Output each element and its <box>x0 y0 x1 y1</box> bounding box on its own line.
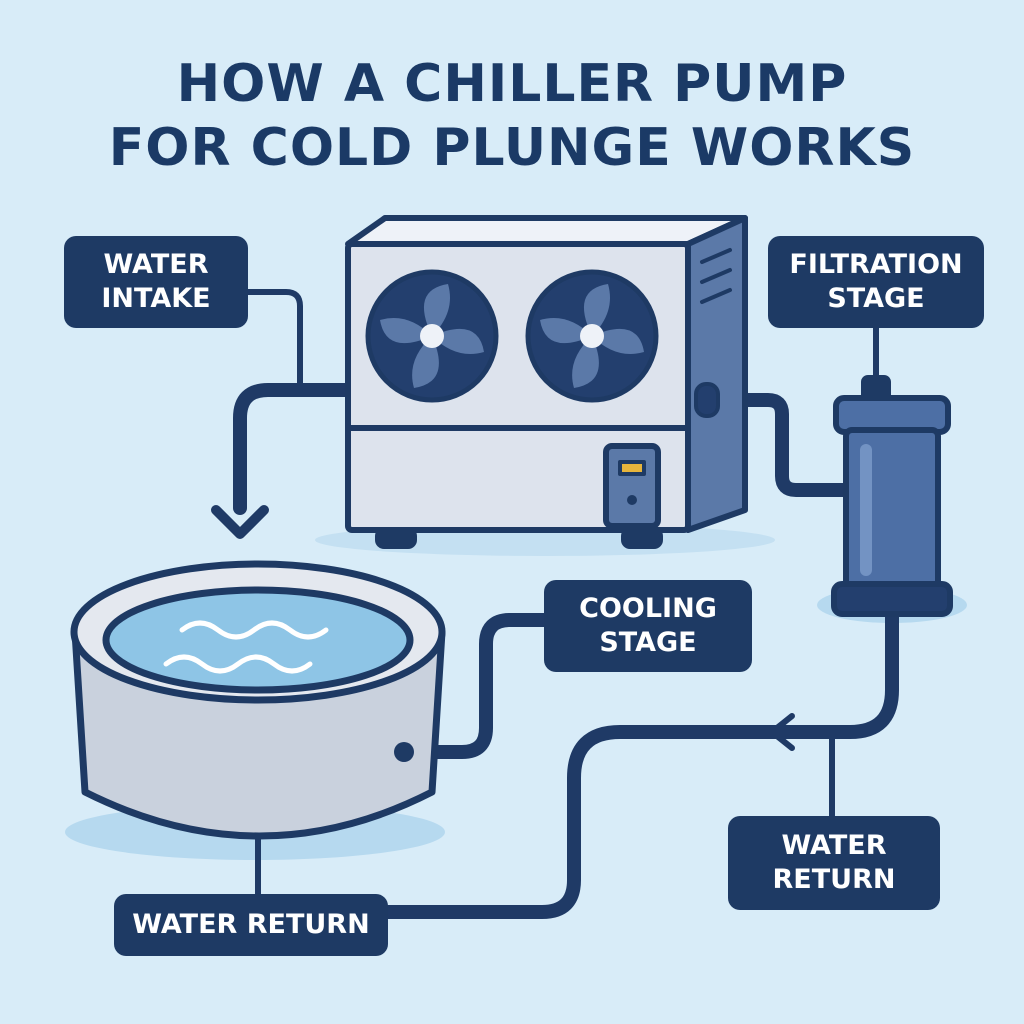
tub-inlet-port <box>394 742 414 762</box>
cooling-stage-label-line-1: COOLING <box>579 593 717 624</box>
filter-cap <box>833 395 951 435</box>
water-waves <box>163 620 329 674</box>
filter-highlight <box>860 444 872 576</box>
cold-plunge-tub <box>70 560 446 840</box>
control-panel <box>603 443 661 529</box>
cooling-stage-label: COOLING STAGE <box>544 580 752 672</box>
cooling-stage-label-line-2: STAGE <box>599 627 697 658</box>
water-intake-label-line-2: INTAKE <box>101 283 211 314</box>
water-return-right-label: WATER RETURN <box>728 816 940 910</box>
filter-base <box>831 581 953 617</box>
outlet-nozzle <box>694 382 720 418</box>
intake-pipe <box>233 383 353 515</box>
filtration-stage-label: FILTRATION STAGE <box>768 236 984 328</box>
filtration-stage-label-line-2: STAGE <box>827 283 925 314</box>
water-return-right-label-line-2: RETURN <box>772 864 896 895</box>
fan-icon <box>525 269 659 403</box>
fan-icon <box>365 269 499 403</box>
filter-to-return-pipe <box>381 605 899 919</box>
page-title: HOW A CHILLER PUMP FOR COLD PLUNGE WORKS <box>0 52 1024 180</box>
unit-foot-left <box>375 527 417 549</box>
cooling-connector-pipe <box>403 613 553 759</box>
water-return-right-label-line-1: WATER <box>781 830 887 861</box>
title-line-1: HOW A CHILLER PUMP <box>176 54 848 114</box>
filtration-stage-label-line-1: FILTRATION <box>789 249 963 280</box>
unit-top <box>345 215 748 247</box>
arrow-icon <box>769 713 795 751</box>
water-return-bottom-label-text: WATER RETURN <box>132 909 370 940</box>
unit-foot-right <box>621 527 663 549</box>
filter-body <box>843 427 941 593</box>
water-intake-leader <box>245 289 303 393</box>
arrow-icon <box>211 505 269 539</box>
water-intake-label-line-1: WATER <box>103 249 209 280</box>
water-intake-label: WATER INTAKE <box>64 236 248 328</box>
title-line-2: FOR COLD PLUNGE WORKS <box>108 118 916 178</box>
side-vents <box>700 248 732 304</box>
unit-side <box>685 215 748 533</box>
water-return-bottom-label: WATER RETURN <box>114 894 388 956</box>
pipe-network <box>233 383 899 919</box>
filter-canister <box>831 375 953 617</box>
unit-to-filter-pipe <box>705 393 855 497</box>
tub-water <box>102 586 414 694</box>
temperature-display-icon <box>618 460 646 505</box>
